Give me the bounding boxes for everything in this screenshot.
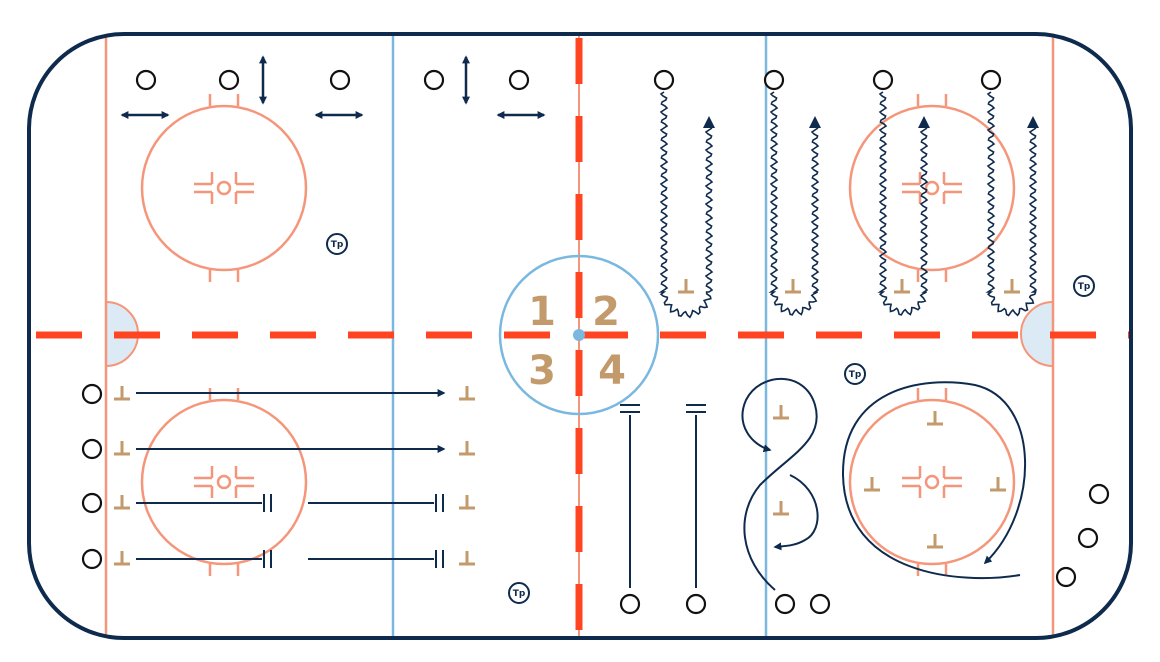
player-icon xyxy=(809,593,831,615)
stop-line-icon xyxy=(308,494,444,512)
faceoff-circles xyxy=(140,94,1016,576)
stop-line-icon xyxy=(136,550,272,568)
player-icon xyxy=(423,69,445,91)
faceoff-dot-icon xyxy=(902,466,962,498)
zone-labels: 1 2 3 4 xyxy=(528,289,626,394)
stickhandle-paths xyxy=(658,91,1039,319)
cone-icon xyxy=(114,495,130,510)
cone-icon xyxy=(773,501,789,516)
zone-label-4: 4 xyxy=(598,348,626,394)
player-icon xyxy=(1077,527,1099,549)
weave-path-arrow xyxy=(741,377,818,591)
player-icon xyxy=(81,492,103,514)
coach-marker-icon: Tp xyxy=(508,582,530,604)
stop-line-icon xyxy=(620,404,640,588)
movement-arrows xyxy=(120,55,546,119)
stop-line-icon xyxy=(136,494,272,512)
stickhandle-path xyxy=(877,91,929,316)
player-icon xyxy=(980,69,1002,91)
skating-paths xyxy=(620,377,1026,591)
player-icon xyxy=(653,69,675,91)
stickhandle-path xyxy=(768,91,820,316)
coach-marker-label: Tp xyxy=(513,589,526,599)
cone-icon xyxy=(990,477,1006,492)
coach-marker-icon: Tp xyxy=(844,363,866,385)
faceoff-circle-top-right xyxy=(848,94,1016,282)
player-icon xyxy=(619,593,641,615)
rink-boards xyxy=(27,32,1133,640)
cone-icon xyxy=(114,386,130,401)
cone-icon xyxy=(773,405,789,420)
faceoff-dot-icon xyxy=(194,172,254,204)
cones xyxy=(114,279,1020,566)
player-icon xyxy=(508,69,530,91)
faceoff-dot-icon xyxy=(902,172,962,204)
player-icon xyxy=(774,593,796,615)
cone-icon xyxy=(114,551,130,566)
right-goal-crease xyxy=(1020,300,1054,368)
player-icon xyxy=(135,69,157,91)
player-icon xyxy=(218,69,240,91)
arrowhead-icon xyxy=(918,116,930,128)
center-faceoff-dot xyxy=(573,329,585,341)
faceoff-dot-icons xyxy=(194,172,962,498)
player-icon xyxy=(872,69,894,91)
player-icon xyxy=(685,593,707,615)
zone-label-2: 2 xyxy=(592,289,620,335)
cone-icon xyxy=(785,279,801,294)
faceoff-dot-icon xyxy=(194,466,254,498)
coach-marker-icon: Tp xyxy=(326,233,348,255)
player-icon xyxy=(81,383,103,405)
player-icon xyxy=(81,548,103,570)
faceoff-circle-top-left xyxy=(140,94,308,282)
center-ice-circle xyxy=(498,254,660,416)
player-icon xyxy=(81,438,103,460)
cone-icon xyxy=(927,411,943,426)
arrowhead-icon xyxy=(809,116,821,128)
circle-skate-path-arrow xyxy=(841,381,1026,580)
coach-marker-label: Tp xyxy=(1078,282,1091,292)
stop-line-icon xyxy=(308,550,444,568)
player-icon xyxy=(329,69,351,91)
cone-icon xyxy=(459,551,475,566)
coach-markers: Tp Tp Tp Tp xyxy=(326,233,1095,604)
cone-icon xyxy=(1004,279,1020,294)
cone-icon xyxy=(459,441,475,456)
weave-path-arrow xyxy=(773,474,819,551)
arrowhead-icon xyxy=(703,116,715,128)
cone-icon xyxy=(459,386,475,401)
cone-icon xyxy=(927,534,943,549)
coach-marker-icon: Tp xyxy=(1073,275,1095,297)
cone-icon xyxy=(459,495,475,510)
coach-marker-label: Tp xyxy=(849,370,862,380)
coach-marker-label: Tp xyxy=(331,240,344,250)
cone-icon xyxy=(114,441,130,456)
pass-lines xyxy=(136,389,446,568)
cone-icon xyxy=(864,477,880,492)
player-icon xyxy=(763,69,785,91)
players xyxy=(81,69,1110,615)
stop-line-icon xyxy=(686,404,706,588)
stickhandle-path xyxy=(658,91,714,319)
stickhandle-path xyxy=(985,91,1038,317)
zone-label-1: 1 xyxy=(528,289,556,335)
cone-icon xyxy=(894,279,910,294)
zone-label-3: 3 xyxy=(528,348,556,394)
cone-icon xyxy=(678,279,694,294)
player-icon xyxy=(1088,483,1110,505)
player-icon xyxy=(1055,566,1077,588)
arrowhead-icon xyxy=(1027,116,1039,128)
